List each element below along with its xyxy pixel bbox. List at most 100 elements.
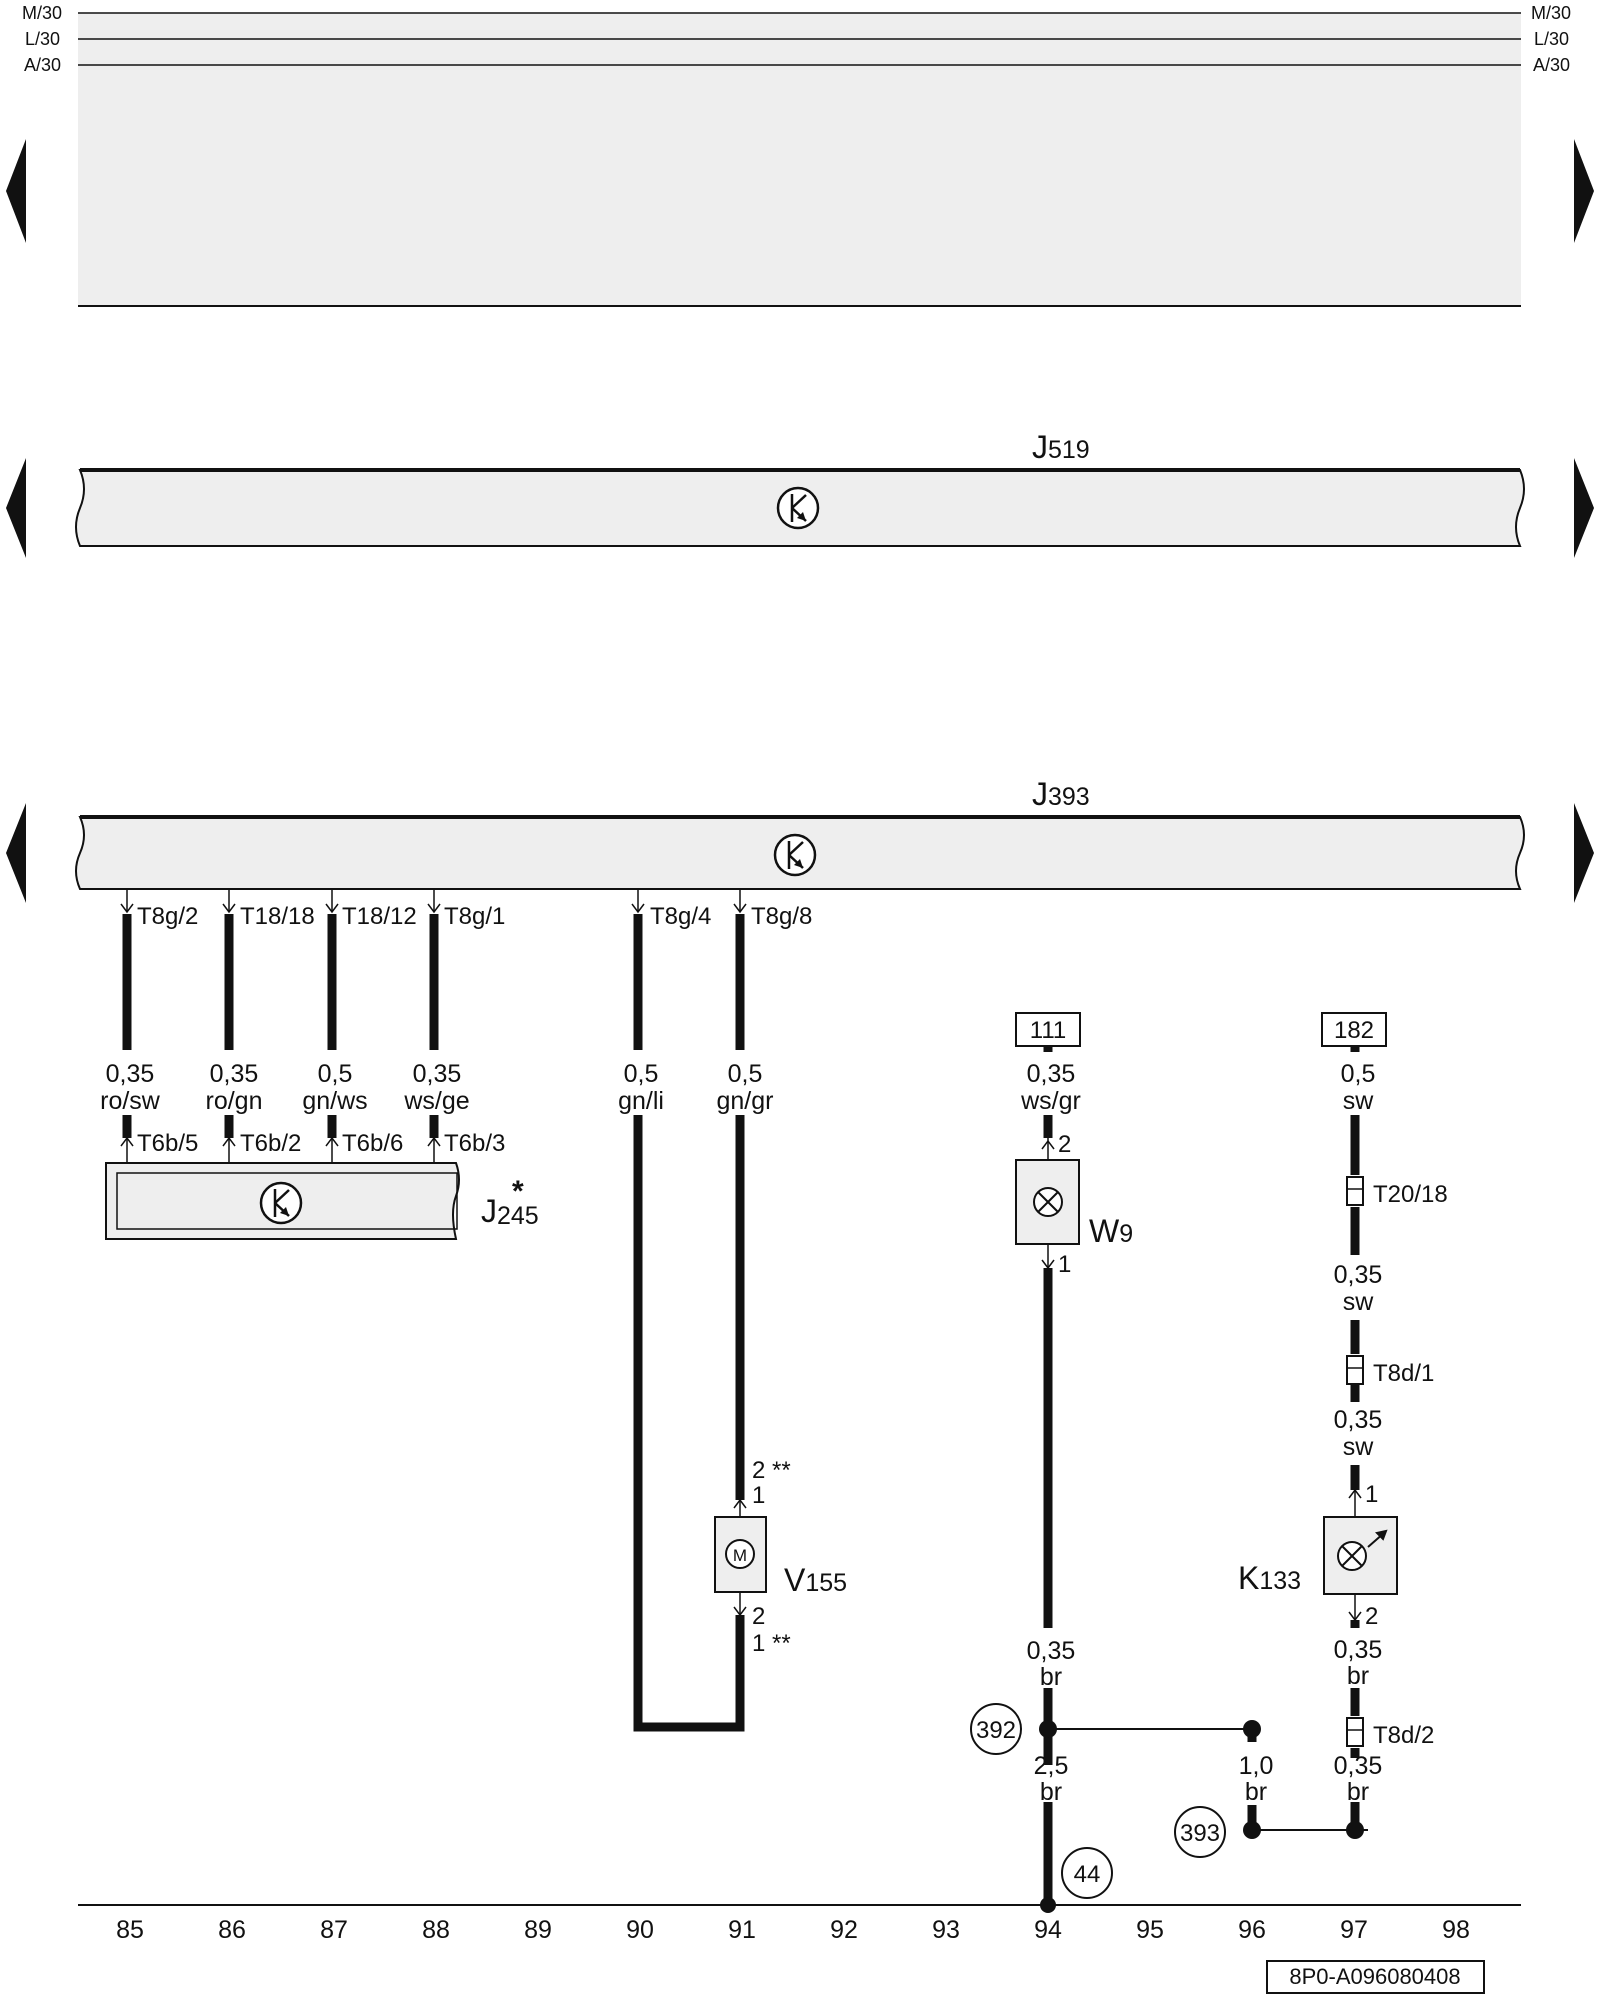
pin-label-t8g-8: T8g/8 [751, 903, 812, 930]
reference-box-111 [1015, 1012, 1081, 1047]
wire-color-11: br [1040, 1663, 1062, 1691]
svg-text:M: M [733, 1546, 747, 1565]
w9-pin-stubs [1041, 1138, 1055, 1270]
wire-size-11: 0,35 [1027, 1637, 1076, 1665]
wire-color-15: br [1347, 1778, 1369, 1806]
column-number: 95 [1136, 1916, 1164, 1944]
page-next-arrow-top[interactable] [1574, 139, 1594, 243]
drawing-number: 8P0-A096080408 [1289, 1964, 1460, 1989]
column-number: 87 [320, 1916, 348, 1944]
inline-connector-t8d-2 [1346, 1717, 1364, 1747]
column-number: 96 [1238, 1916, 1266, 1944]
connector-label-t8d-2: T8d/2 [1373, 1722, 1434, 1749]
reference-182: 182 [1334, 1017, 1374, 1044]
pin-label-t18-18: T18/18 [240, 903, 315, 930]
column-number: 98 [1442, 1916, 1470, 1944]
junction-393: 393 [1180, 1820, 1220, 1847]
pin-label-k133-bottom: 2 [1365, 1603, 1378, 1630]
page-prev-arrow-top[interactable] [6, 139, 26, 243]
pin-label-t8g-2: T8g/2 [137, 903, 198, 930]
wire-color-9: sw [1343, 1288, 1375, 1316]
wire-color-7: ws/gr [1020, 1087, 1081, 1115]
wire-size-5: 0,5 [624, 1060, 659, 1088]
junction-circle-393 [1174, 1806, 1226, 1858]
electronic-symbol-icon [259, 1181, 303, 1225]
wire-color-14: br [1245, 1778, 1267, 1806]
wires-v155-loop [633, 914, 745, 1732]
rail-label-right-l30: L/30 [1534, 29, 1569, 49]
inline-connector-t20-18 [1346, 1176, 1364, 1206]
pin-label-w9-top: 2 [1058, 1131, 1071, 1158]
page-prev-arrow-j519[interactable] [6, 458, 26, 558]
pin-label-v155-top-b: 1 [752, 1482, 765, 1509]
label-j519: J519 [1032, 429, 1090, 465]
column-number: 88 [422, 1916, 450, 1944]
page-prev-arrow-j393[interactable] [6, 803, 26, 903]
wire-size-12: 0,35 [1334, 1636, 1383, 1664]
wire-size-14: 1,0 [1239, 1752, 1274, 1780]
ground-dot-94 [1040, 1897, 1056, 1913]
rail-label-left-l30: L/30 [25, 29, 60, 49]
page-next-arrow-j393[interactable] [1574, 803, 1594, 903]
reference-111: 111 [1030, 1017, 1066, 1044]
reference-box-182 [1321, 1012, 1387, 1047]
rail-label-right-a30: A/30 [1533, 55, 1570, 75]
junction-dot-393 [1243, 1821, 1261, 1839]
wire-color-8: sw [1343, 1087, 1375, 1115]
pin-label-k133-top: 1 [1365, 1481, 1378, 1508]
wire-color-1: ro/sw [100, 1087, 161, 1115]
label-k133: K133 [1238, 1560, 1301, 1596]
wire-size-7: 0,35 [1027, 1060, 1076, 1088]
motor-icon: M [725, 1539, 755, 1569]
column-number: 85 [116, 1916, 144, 1944]
pin-label-w9-bottom: 1 [1058, 1251, 1071, 1278]
ground-point-44: 44 [1074, 1861, 1101, 1888]
electronic-symbol-icon [773, 833, 817, 877]
pin-label-v155-bottom-b: 1 ** [752, 1630, 791, 1657]
wire-size-1: 0,35 [106, 1060, 155, 1088]
connector-label-t8d-1: T8d/1 [1373, 1360, 1434, 1387]
indicator-lamp-icon [1337, 1529, 1388, 1571]
wire-color-5: gn/li [618, 1087, 664, 1115]
pin-label-t6b-6: T6b/6 [342, 1130, 403, 1157]
top-rail-area [78, 13, 1521, 306]
column-number: 91 [728, 1916, 756, 1944]
wire-size-8: 0,5 [1341, 1060, 1376, 1088]
pin-label-t18-12: T18/12 [342, 903, 417, 930]
k133-pin-stubs [1348, 1488, 1362, 1622]
drawing-number-box [1266, 1960, 1485, 1994]
wire-size-10: 0,35 [1334, 1406, 1383, 1434]
wire-color-12: br [1347, 1662, 1369, 1690]
column-number: 93 [932, 1916, 960, 1944]
pin-label-t6b-3: T6b/3 [444, 1130, 505, 1157]
pin-label-v155-top-a: 2 ** [752, 1457, 791, 1484]
rail-label-left-m30: M/30 [22, 3, 62, 23]
label-j245: J245 [481, 1193, 539, 1230]
wire-size-6: 0,5 [728, 1060, 763, 1088]
page-next-arrow-j519[interactable] [1574, 458, 1594, 558]
j245-asterisk: * [512, 1175, 524, 1208]
wire-color-10: sw [1343, 1433, 1375, 1461]
j393-pin-stubs [120, 889, 747, 914]
label-j393: J393 [1032, 776, 1090, 812]
label-w9: W9 [1089, 1213, 1133, 1249]
pin-label-t8g-1: T8g/1 [444, 903, 505, 930]
wires-to-j245 [122, 914, 439, 1138]
column-number: 92 [830, 1916, 858, 1944]
wire-color-2: ro/gn [206, 1087, 263, 1115]
j245-inner-frame [116, 1172, 458, 1230]
rail-label-left-a30: A/30 [24, 55, 61, 75]
wire-color-13: br [1040, 1778, 1062, 1806]
electronic-symbol-icon [776, 486, 820, 530]
ground-circle-44 [1061, 1847, 1113, 1899]
wire-color-4: ws/ge [403, 1087, 469, 1115]
bulb-icon [1033, 1187, 1063, 1217]
pin-label-t6b-2: T6b/2 [240, 1130, 301, 1157]
junction-dot-392 [1039, 1720, 1057, 1738]
v155-pin-stubs [733, 1498, 747, 1617]
wire-size-2: 0,35 [210, 1060, 259, 1088]
column-number: 90 [626, 1916, 654, 1944]
column-number: 97 [1340, 1916, 1368, 1944]
column-number: 86 [218, 1916, 246, 1944]
